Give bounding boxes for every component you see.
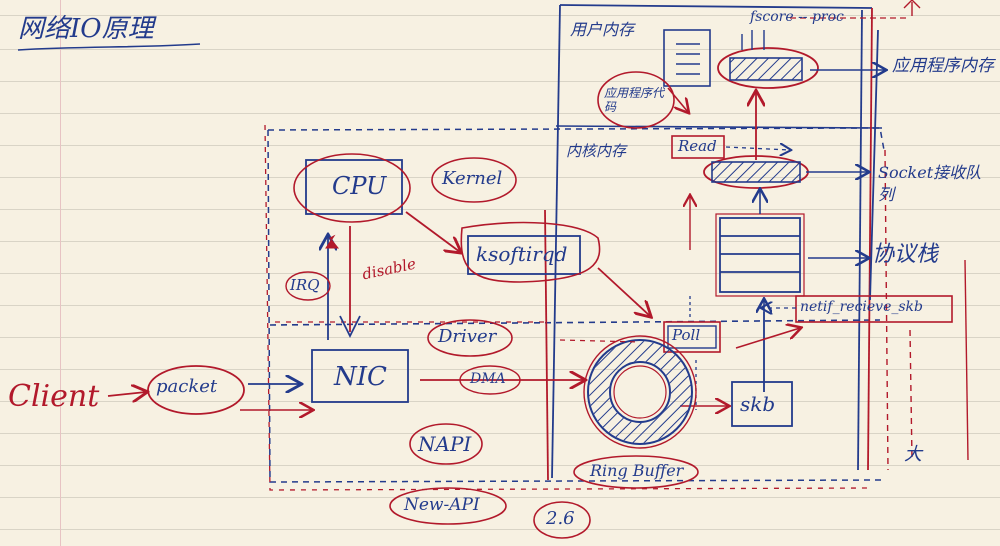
margin-line [60,0,61,546]
page-title: 网络IO原理 [18,14,154,44]
corner-mark: 大 [904,444,922,465]
packet-ellipse [147,365,245,415]
poll-box [663,321,721,353]
dma-ellipse [459,365,521,395]
read-label: Read [678,137,717,155]
ksoftirqd-label: ksoftirqd [476,242,568,266]
poll-label: Poll [672,326,701,344]
ring-buffer [583,335,697,449]
title-underline [17,43,201,51]
arrow-app-code [667,87,688,112]
irq-label: IRQ [290,276,320,294]
packet-label: packet [156,376,218,397]
ring-buffer-label-ellipse [573,455,699,489]
client-label: Client [8,379,100,414]
skb-label: skb [740,392,776,416]
right-boundary [884,149,969,471]
protocol-stack-label: 协议栈 [872,242,939,267]
socket-queue-label: Socket接收队列 [878,163,982,205]
app-memory-label: 应用程序内存 [892,56,994,76]
cpu-label: CPU [332,172,387,200]
cpu-box [293,153,411,223]
version-label: 2.6 [546,508,575,529]
skb-box [731,381,793,427]
driver-label: Driver [438,326,497,347]
ring-buffer-label: Ring Buffer [590,461,684,480]
arrow-ksoftirqd-to-poll [597,267,650,316]
kernel-ellipse [431,157,517,203]
irq-ellipse [285,271,331,301]
kernel-label: Kernel [442,168,503,189]
machine-boundary [267,127,885,483]
arrow-cpu-to-ksoftirqd [405,211,460,252]
driver-ellipse [427,319,513,357]
netif-label: netif_recieve_skb [800,299,923,315]
read-box [671,135,725,159]
new-api-ellipse [389,487,507,525]
dma-label: DMA [470,371,506,387]
irq-arrows [326,226,361,340]
nic-label: NIC [334,362,387,392]
napi-ellipse [409,423,483,465]
memory-column [544,4,879,481]
app-memory-buffer [717,30,819,89]
version-ellipse [533,501,591,539]
app-code-label: 应用程序代码 [604,86,665,115]
machine-boundary-red [264,124,873,491]
kernel-user-boundary [269,125,883,326]
napi-label: NAPI [418,432,472,456]
netif-box [795,295,953,323]
ksoftirqd-box [460,221,601,283]
arrow-read [725,147,790,150]
protocol-stack-box [715,213,805,297]
arrow-client-to-packet [107,392,146,396]
nic-box [311,349,409,403]
socket-queue-buffer [703,155,809,189]
new-api-label: New-API [404,495,480,515]
document-icon [663,29,711,87]
top-note: fscore -- proc [750,9,844,25]
user-space-label: 用户内存 [570,20,635,39]
kernel-space-label: 内核内存 [566,142,627,160]
